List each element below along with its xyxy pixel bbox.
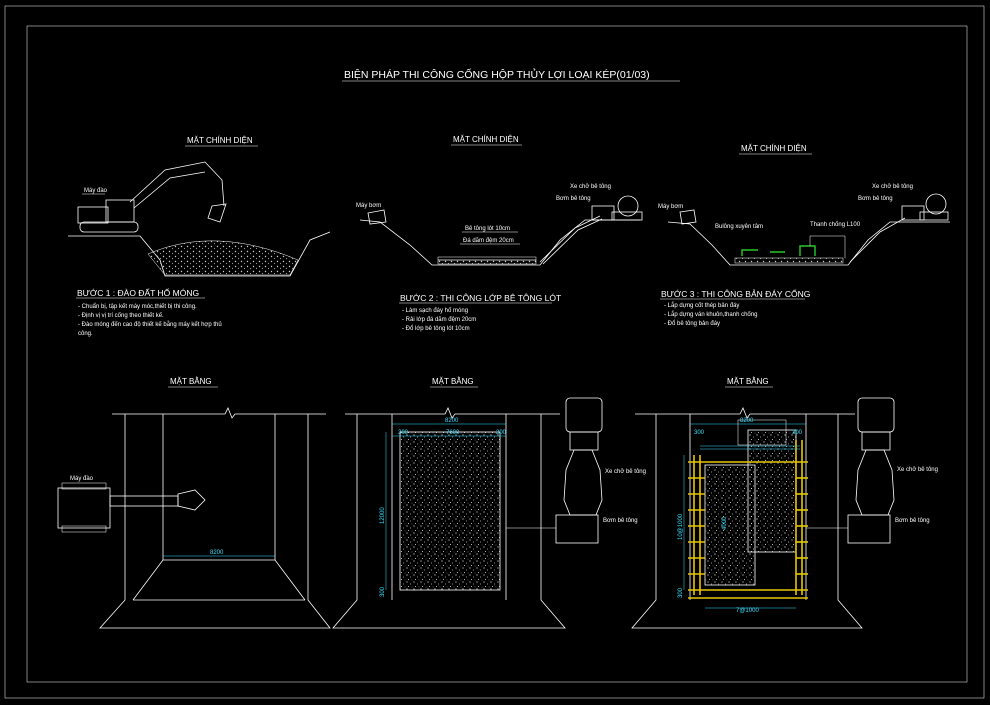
step3-bullet1: - Lắp dựng cốt thép bản đáy <box>664 302 739 309</box>
excavator-icon <box>77 161 227 233</box>
p3-pump-label: Bơm bê tông <box>895 518 930 524</box>
p3-top-dim: 8200 <box>740 418 754 424</box>
step1-bullet2: - Định vị vị trí cống theo thiết kế. <box>78 313 164 319</box>
mixer-truck-label-3: Xe chở bê tông <box>872 183 913 190</box>
p3-right-dim: 300 <box>792 430 803 436</box>
p1-width-dim: 8200 <box>210 550 224 556</box>
concrete-layer-label: Bê tông lót 10cm <box>465 226 510 232</box>
plan-step2: MẶT BẰNG 8200 7600 300 300 12000 300 Xe … <box>332 377 646 629</box>
tie-bolt-label: Bulông xuyên tâm <box>715 224 763 230</box>
plan-excavator-icon <box>57 482 206 533</box>
plan3-mixer-truck-icon <box>806 397 895 544</box>
p2-bottom-dim: 300 <box>380 586 386 597</box>
sheet-title: BIỆN PHÁP THI CÔNG CỐNG HỘP THỦY LỢI LOẠ… <box>344 67 650 81</box>
inner-frame <box>26 25 968 683</box>
step2-bullet1: - Làm sạch đáy hố móng <box>402 308 468 314</box>
pump-icon <box>367 209 387 225</box>
plan1-heading: MẶT BẰNG <box>170 377 212 386</box>
p3-inner-dim: 7@1000 <box>736 608 759 614</box>
concrete-pump-label-3: Bơm bê tông <box>858 196 893 202</box>
mixer-truck-icon <box>539 195 643 265</box>
plan2-mixer-truck-icon <box>506 397 603 544</box>
step1-bullet1: - Chuẩn bị, tập kết máy móc,thiết bị thi… <box>78 303 197 310</box>
p2-right-dim: 300 <box>496 430 507 436</box>
step1-bullet4: công. <box>78 331 93 337</box>
step3-bullet3: - Đổ bê tông bản đáy <box>664 320 720 327</box>
step3-bullet2: - Lắp dựng ván khuôn,thanh chống <box>664 311 757 318</box>
step2-bullet2: - Rải lớp đá dăm đệm 20cm <box>402 317 476 323</box>
outer-frame <box>4 5 985 699</box>
elev2-heading: MẶT CHÍNH DIỆN <box>453 135 519 144</box>
excavator-label: Máy đào <box>84 188 108 194</box>
p2-pump-label: Bơm bê tông <box>603 518 638 524</box>
mixer-truck-icon-3 <box>849 193 949 263</box>
rebar-grid <box>688 440 808 599</box>
step3-title: BƯỚC 3 : THI CÔNG BẢN ĐÁY CỐNG <box>661 288 810 299</box>
p3-left-dim: 300 <box>694 430 705 436</box>
p3-length-dim: 10@1000 <box>678 513 684 540</box>
elev1-heading: MẶT CHÍNH DIỆN <box>187 136 253 145</box>
p2-length-dim: 12000 <box>380 507 386 524</box>
elevation-step2: MẶT CHÍNH DIỆN Máy bơm Bê tông lót 10cm … <box>356 135 643 332</box>
pump-label-2: Máy bơm <box>356 203 381 209</box>
p3-truck-label: Xe chở bê tông <box>897 466 938 473</box>
p2-left-dim: 300 <box>398 430 409 436</box>
elev3-heading: MẶT CHÍNH DIỆN <box>741 144 807 153</box>
step2-title: BƯỚC 2 : THI CÔNG LỚP BÊ TÔNG LÓT <box>400 293 561 303</box>
brace-label: Thanh chống L100 <box>810 222 861 228</box>
pump-label-3: Máy bơm <box>658 204 683 210</box>
elevation-step1: MẶT CHÍNH DIỆN Máy đào BƯỚC 1 : ĐÀO ĐẤT … <box>68 136 331 337</box>
p3-mid-dim: 4000 <box>722 516 728 530</box>
plan2-heading: MẶT BẰNG <box>432 377 474 386</box>
step1-title: BƯỚC 1 : ĐÀO ĐẤT HỐ MÓNG <box>77 287 199 298</box>
mixer-truck-label-2: Xe chở bê tông <box>570 183 611 190</box>
plan-step3: MẶT BẰNG <box>631 377 938 629</box>
concrete-pump-label-2: Bơm bê tông <box>556 196 591 202</box>
plan-step1: MẶT BẰNG 8200 Máy đào <box>57 377 331 629</box>
step1-bullet3: - Đào móng đến cao độ thiết kế bằng máy … <box>78 321 222 328</box>
p2-truck-label: Xe chở bê tông <box>605 468 646 475</box>
p2-top-dim: 8200 <box>445 418 459 424</box>
elevation-step3: MẶT CHÍNH DIỆN Máy bơm Bulông xuyên tâm … <box>658 144 950 327</box>
plan3-heading: MẶT BẰNG <box>727 377 769 386</box>
p3-bottom-dim: 300 <box>678 587 684 598</box>
gravel-layer-label: Đá dăm đệm 20cm <box>463 238 514 244</box>
p2-inner-dim: 7600 <box>446 430 460 436</box>
step2-bullet3: - Đổ lớp bê tông lót 10cm <box>402 325 470 332</box>
plan-excavator-label: Máy đào <box>70 476 94 482</box>
